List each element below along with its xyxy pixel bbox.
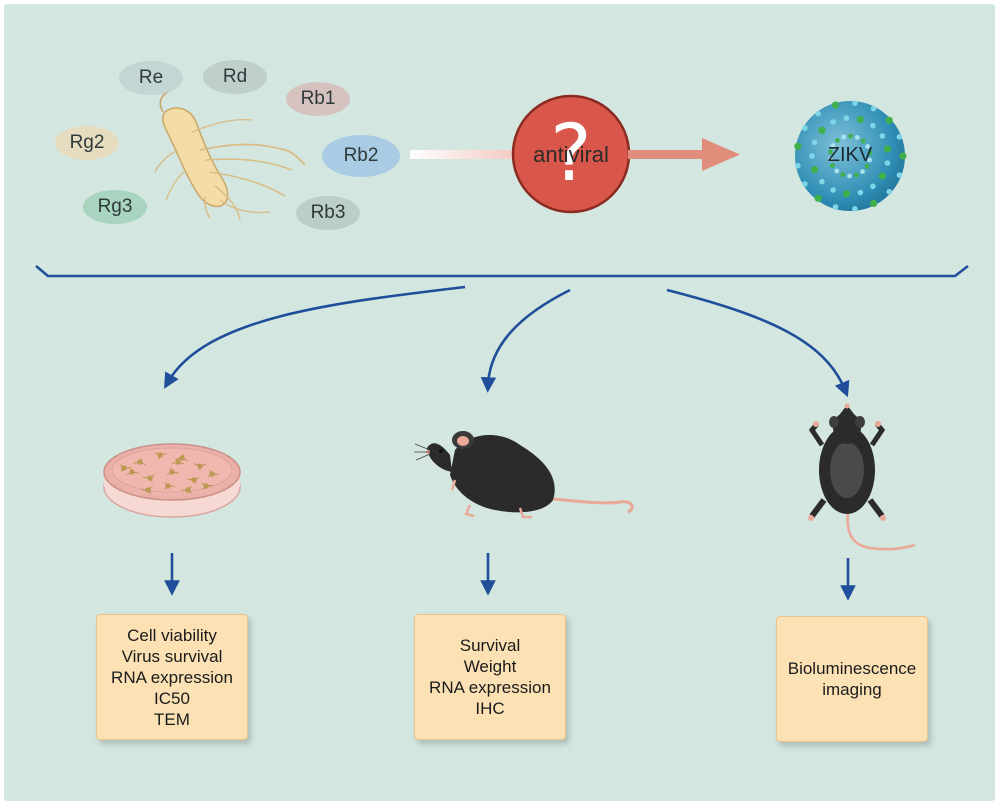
mouse-top-icon [808,403,916,551]
zikv-label: ZIKV [827,143,873,166]
panel-mouse-line-2: Weight [463,657,517,676]
ginsenoside-rd: Rd [203,60,267,94]
branch-bracket-line [35,265,969,278]
arrow-to-bioluminescence [666,288,850,398]
antiviral-label: antiviral [533,142,609,167]
arrow-to-cell-assay [164,285,466,389]
panel-cell-line-4: IC50 [154,688,190,708]
panel-cell-line-1: Cell viability [127,625,217,645]
ginsenoside-rb1: Rb1 [286,82,350,116]
panel-cell-line-2: Virus survival [121,646,223,666]
ginsenoside-rb3: Rb3 [296,196,360,230]
ginsenoside-rb2: Rb2 [322,135,400,177]
panel-mouse-line-1: Survival [459,636,521,655]
mouse-side-icon [414,431,634,519]
virus-icon [794,100,907,212]
arrow-to-mouse-survival [480,288,571,393]
panel-cell-line-5: TEM [154,709,190,729]
ginsenoside-rg2: Rg2 [55,126,119,160]
antiviral-to-zikv-arrow [628,138,740,171]
panel-mouse-outcomes: Survival Weight RNA expression IHC [414,614,566,740]
panel-imaging: Bioluminescence imaging [776,616,928,742]
question-mark: ? [550,109,592,199]
panel-mouse-line-4: IHC [475,699,505,718]
ginsenoside-re: Re [119,61,183,95]
panel-mouse-line-3: RNA expression [429,678,551,697]
panel-cell-line-3: RNA expression [111,667,233,687]
rb2-to-antiviral-arrow [410,150,520,159]
ginsenoside-rg3: Rg3 [83,190,147,224]
panel-imaging-line-1: Bioluminescence [787,659,917,678]
panel-cell-assays: Cell viability Virus survival RNA expres… [96,614,248,740]
petri-dish-icon [103,443,241,518]
ginseng-root-icon [154,91,306,221]
panel-imaging-line-2: imaging [822,680,882,699]
